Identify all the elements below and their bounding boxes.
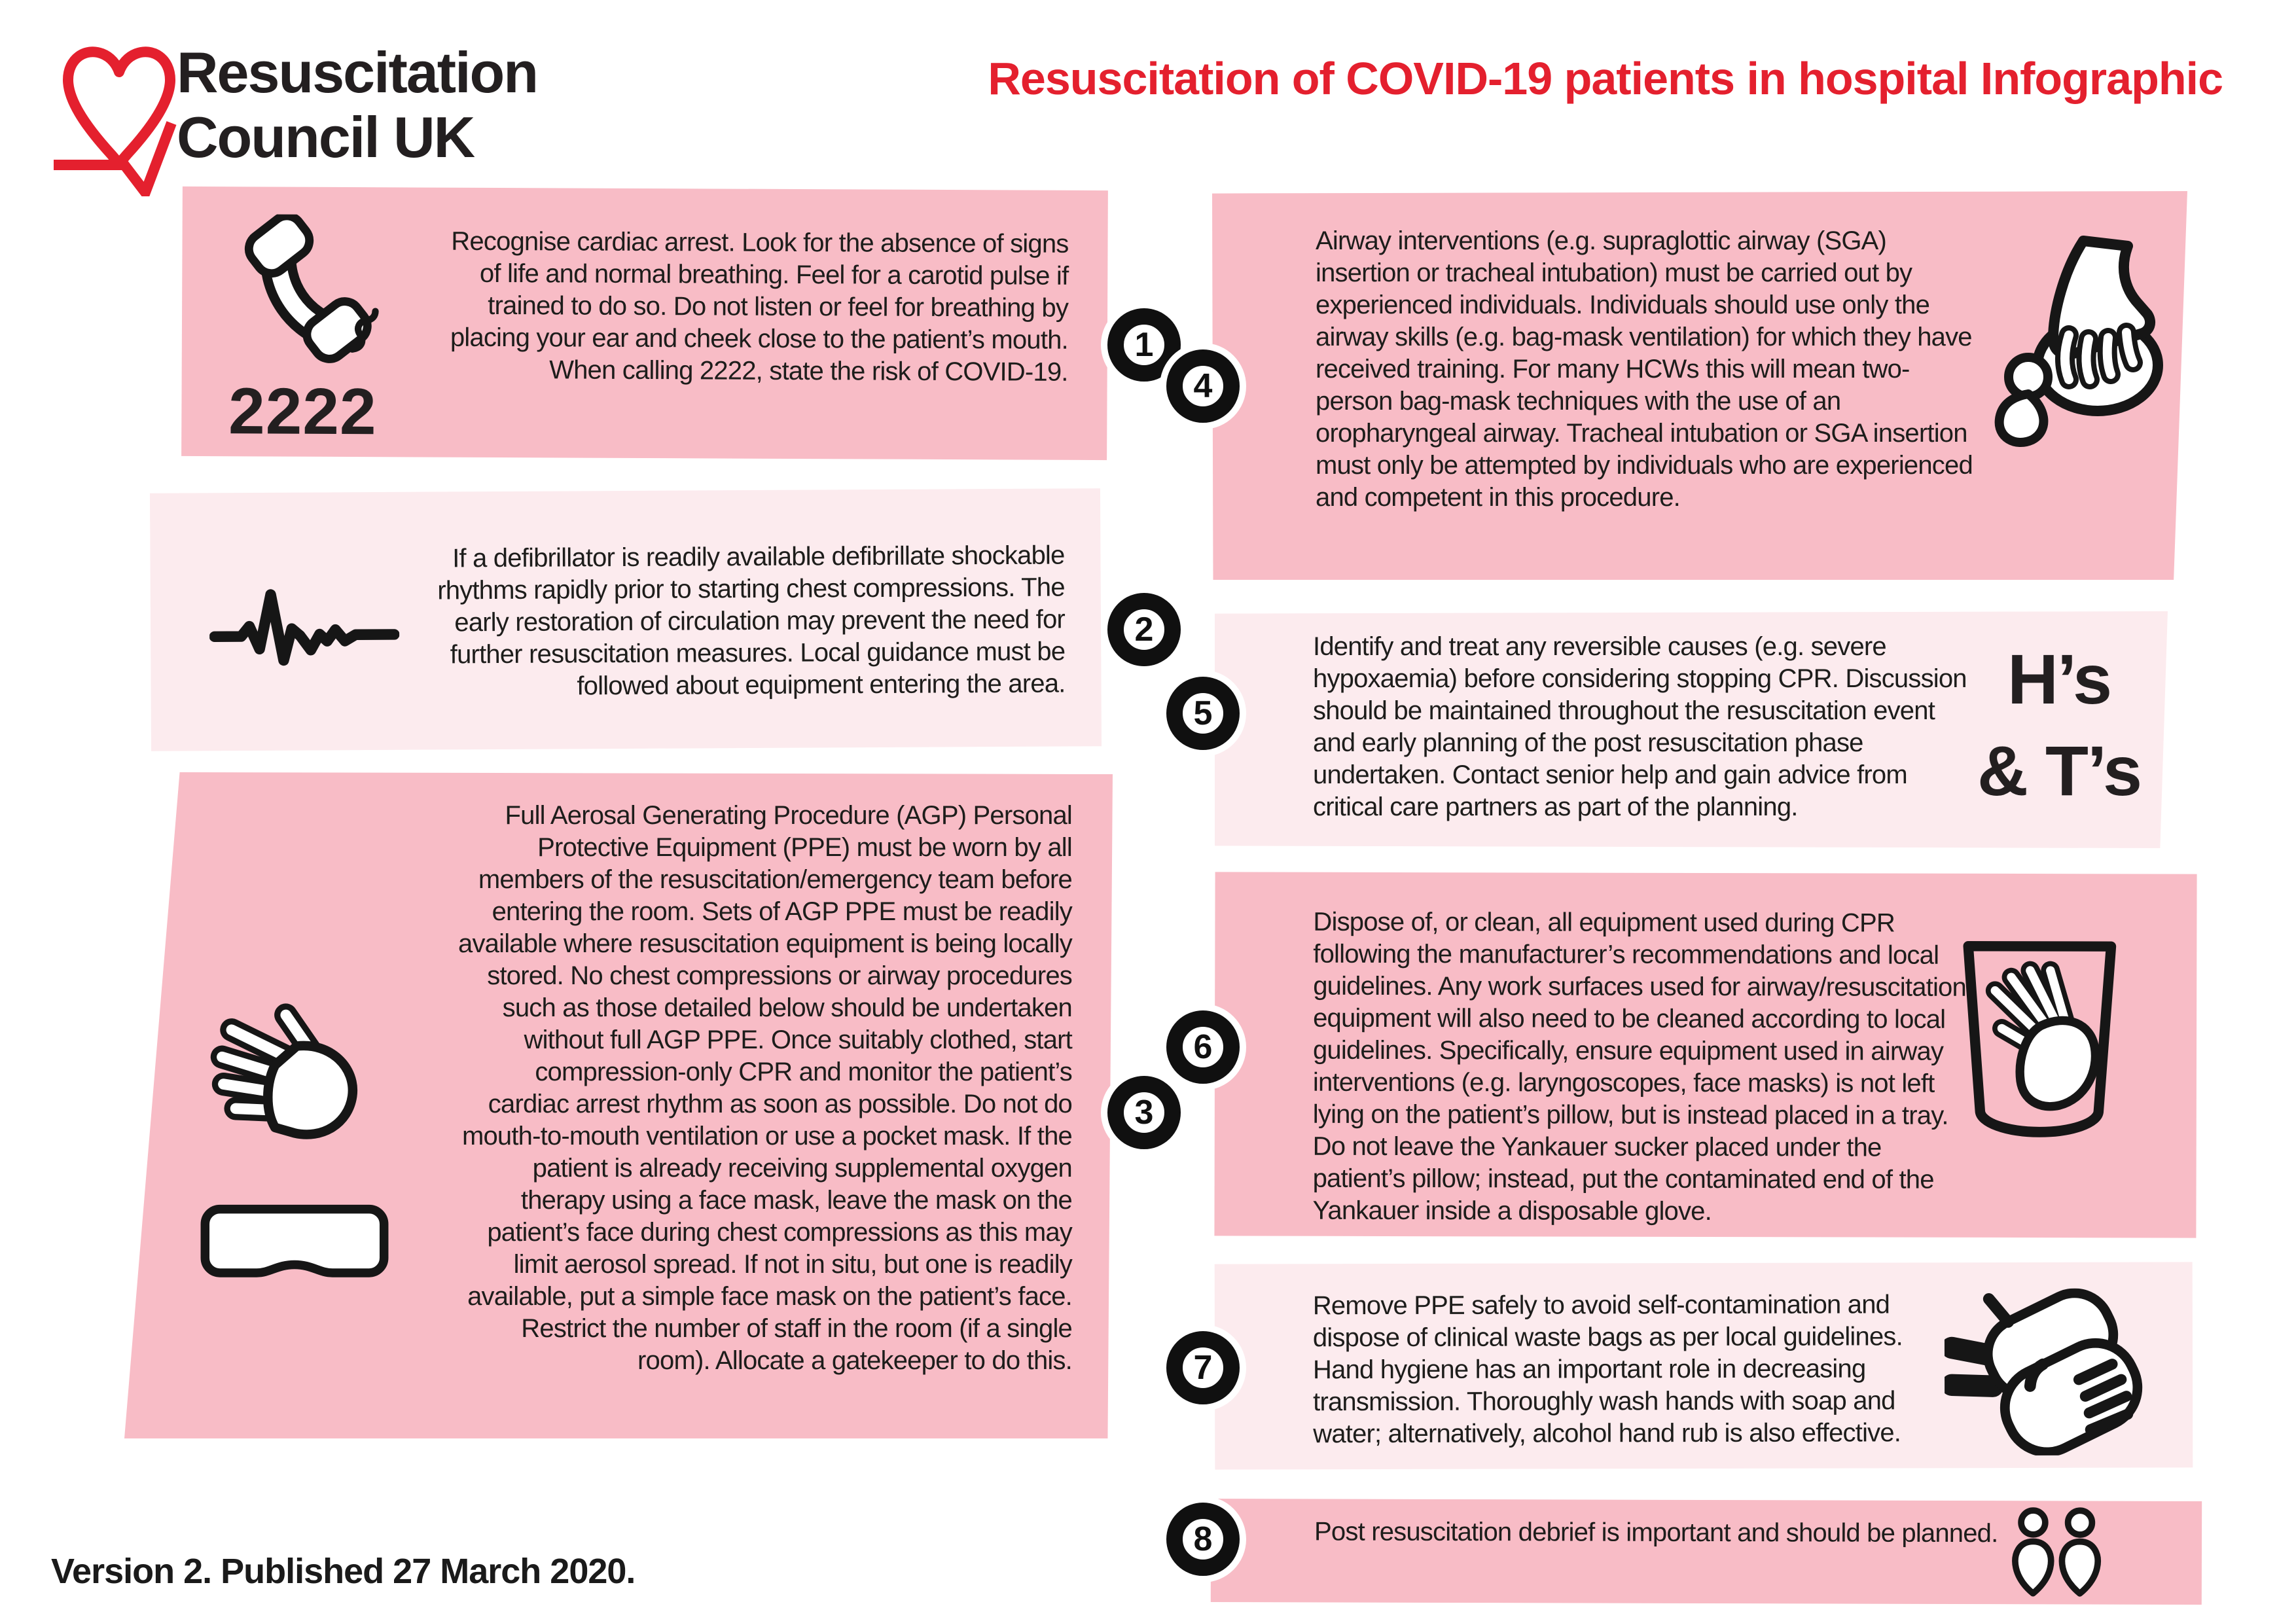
call-number-2222: 2222 bbox=[228, 374, 377, 449]
step-8-panel: Post resuscitation debrief is important … bbox=[1210, 1499, 2202, 1605]
eye-mask-icon bbox=[200, 1204, 389, 1277]
step-1-panel: 2222 Recognise cardiac arrest. Look for … bbox=[181, 186, 1108, 461]
step-4-number-badge: 4 bbox=[1166, 349, 1240, 423]
step-3-panel: Full Aerosal Generating Procedure (AGP) … bbox=[124, 772, 1113, 1438]
hand-washing-icon bbox=[1944, 1288, 2143, 1456]
phone-icon bbox=[244, 214, 379, 363]
step-3-number-badge: 3 bbox=[1107, 1076, 1181, 1149]
ecg-waveform-icon bbox=[209, 589, 400, 666]
step-4-text: Airway interventions (e.g. supraglottic … bbox=[1316, 226, 1973, 512]
step-3-text: Full Aerosal Generating Procedure (AGP) … bbox=[458, 801, 1073, 1375]
step-6-panel: Dispose of, or clean, all equipment used… bbox=[1214, 872, 2197, 1238]
step-5-number-badge: 5 bbox=[1166, 677, 1240, 750]
step-2-panel: If a defibrillator is readily available … bbox=[149, 488, 1102, 751]
logo-line-2: Council UK bbox=[177, 104, 475, 169]
step-7-panel: Remove PPE safely to avoid self-contamin… bbox=[1214, 1262, 2193, 1470]
step-8-number-badge: 8 bbox=[1166, 1503, 1240, 1576]
step-6-text: Dispose of, or clean, all equipment used… bbox=[1312, 907, 1967, 1226]
step-6-number-badge: 6 bbox=[1166, 1010, 1240, 1084]
bag-mask-ventilation-icon bbox=[1994, 236, 2163, 447]
page-title: Resuscitation of COVID-19 patients in ho… bbox=[988, 53, 2223, 104]
two-people-debrief-icon bbox=[2012, 1507, 2101, 1597]
glove-icon bbox=[210, 1003, 358, 1139]
hs-and-ts-label: H’s & T’s bbox=[1977, 639, 2142, 811]
step-1-text: Recognise cardiac arrest. Look for the a… bbox=[450, 226, 1069, 387]
heart-tick-logo-icon bbox=[54, 46, 177, 196]
step-7-number-badge: 7 bbox=[1166, 1331, 1240, 1404]
step-2-number-badge: 2 bbox=[1107, 593, 1181, 666]
step-7-text: Remove PPE safely to avoid self-contamin… bbox=[1312, 1290, 1903, 1449]
logo-line-1: Resuscitation bbox=[177, 40, 539, 105]
version-note: Version 2. Published 27 March 2020. bbox=[51, 1552, 636, 1591]
glove-in-bin-icon bbox=[1963, 941, 2117, 1137]
step-2-text: If a defibrillator is readily available … bbox=[437, 541, 1066, 701]
step-5-panel: H’s & T’s Identify and treat any reversi… bbox=[1215, 611, 2168, 848]
step-5-text: Identify and treat any reversible causes… bbox=[1313, 632, 1967, 821]
step-4-panel: Airway interventions (e.g. supraglottic … bbox=[1212, 191, 2187, 580]
step-8-text: Post resuscitation debrief is important … bbox=[1314, 1517, 1998, 1548]
logo-wordmark: Resuscitation Council UK bbox=[177, 40, 539, 169]
